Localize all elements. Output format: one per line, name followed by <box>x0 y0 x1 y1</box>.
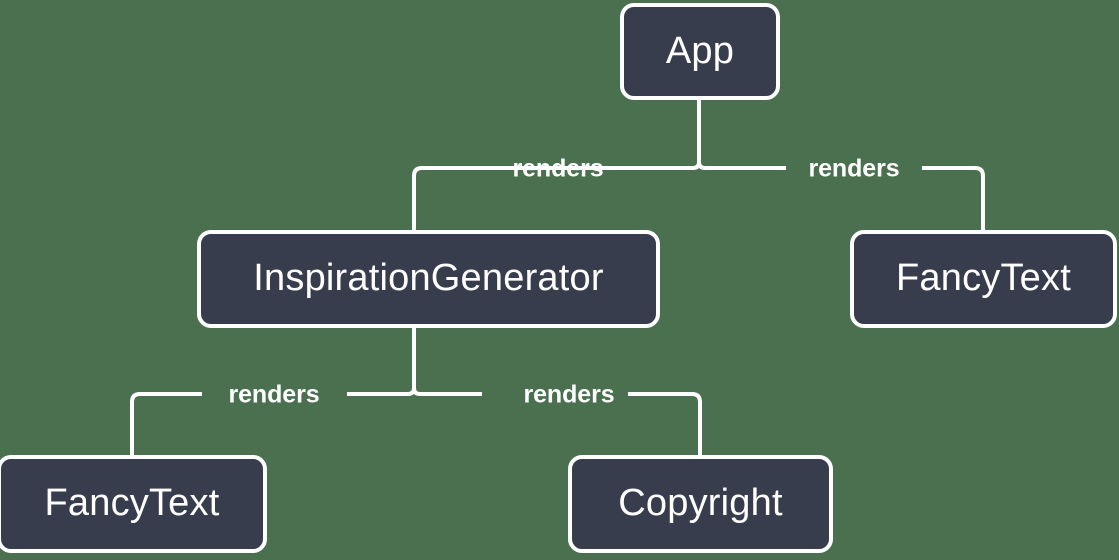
node-app-label: App <box>665 29 735 72</box>
edge-inspiration-generator-to-copyright <box>412 387 702 455</box>
node-inspiration-generator-label: InspirationGenerator <box>253 257 604 299</box>
edge-app-to-fancy-text-right <box>697 161 985 230</box>
node-copyright[interactable]: Copyright <box>568 455 833 553</box>
node-copyright-label: Copyright <box>618 482 783 524</box>
node-fancy-text-right[interactable]: FancyText <box>850 230 1117 328</box>
node-inspiration-generator[interactable]: InspirationGenerator <box>197 230 660 328</box>
edge-label-app-to-fancy-text-right: renders <box>808 154 900 183</box>
node-app[interactable]: App <box>620 3 780 100</box>
node-fancy-text-bottom[interactable]: FancyText <box>0 455 267 553</box>
edge-label-inspiration-generator-to-copyright: renders <box>523 380 615 409</box>
node-fancy-text-right-label: FancyText <box>896 257 1071 299</box>
edge-label-inspiration-generator-to-fancy-text-bottom: renders <box>228 380 320 409</box>
node-fancy-text-bottom-label: FancyText <box>44 482 220 524</box>
edge-label-app-to-inspiration-generator: renders <box>512 154 604 183</box>
